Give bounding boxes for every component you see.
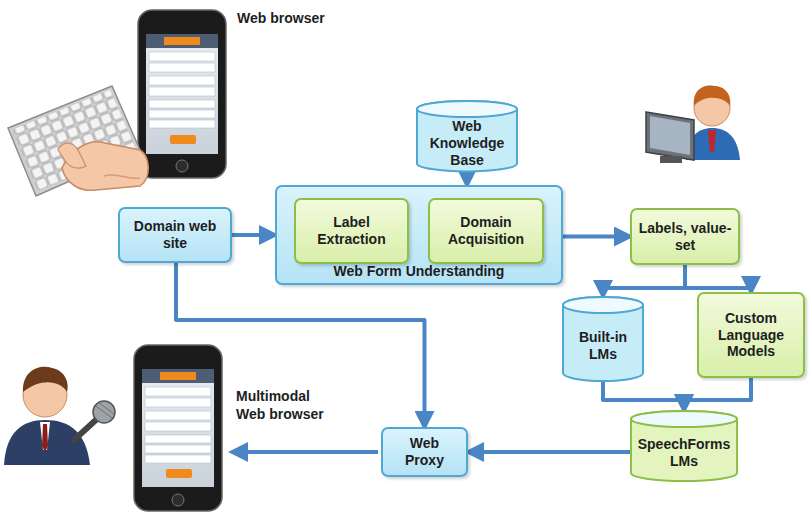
process-box: Domain Acquisition: [428, 198, 544, 264]
flow-arrow: [603, 265, 685, 296]
node-label: Domain Acquisition: [436, 214, 536, 248]
process-box: Label Extraction: [294, 198, 409, 264]
developer-illustration: [646, 86, 740, 163]
flow-arrow: [685, 265, 751, 292]
caption-label: Multimodal Web browser: [236, 388, 336, 423]
speaker-illustration: [4, 367, 115, 465]
process-box: Custom Language Models: [697, 292, 805, 378]
node-label: Domain web site: [126, 218, 224, 252]
process-box: Web Proxy: [381, 427, 468, 477]
group-box: Web Form Understanding Label Extraction Do…: [275, 185, 563, 285]
process-box: Domain web site: [118, 207, 232, 263]
phone-illustration: [134, 345, 222, 511]
flow-arrow: [232, 233, 275, 237]
flow-arrow: [603, 382, 684, 410]
node-label: Label Extraction: [302, 214, 401, 248]
flow-arrow: [563, 235, 630, 239]
node-label: Labels, value-set: [638, 220, 732, 254]
proxy-to-phone-arrow: [232, 450, 378, 454]
database-cylinder: Built-in LMs: [562, 296, 644, 382]
flow-arrow: [684, 378, 751, 410]
node-label: Web Proxy: [389, 435, 460, 469]
node-label: Web Form Understanding: [277, 263, 561, 280]
keyboard-illustration: [8, 86, 148, 196]
node-label: Custom Language Models: [705, 310, 797, 360]
node-label: Built-in LMs: [568, 329, 638, 363]
node-label: SpeechForms LMs: [636, 436, 732, 470]
database-cylinder: Web Knowledge Base: [416, 100, 518, 172]
data-box: Labels, value-set: [630, 208, 740, 265]
flow-arrow: [468, 450, 630, 454]
caption-label: Web browser: [237, 10, 337, 28]
phone-illustration: [138, 10, 226, 178]
node-label: Web Knowledge Base: [422, 118, 512, 168]
flow-arrow: [465, 172, 469, 185]
database-cylinder: SpeechForms LMs: [630, 410, 738, 482]
flow-arrow: [176, 263, 425, 427]
